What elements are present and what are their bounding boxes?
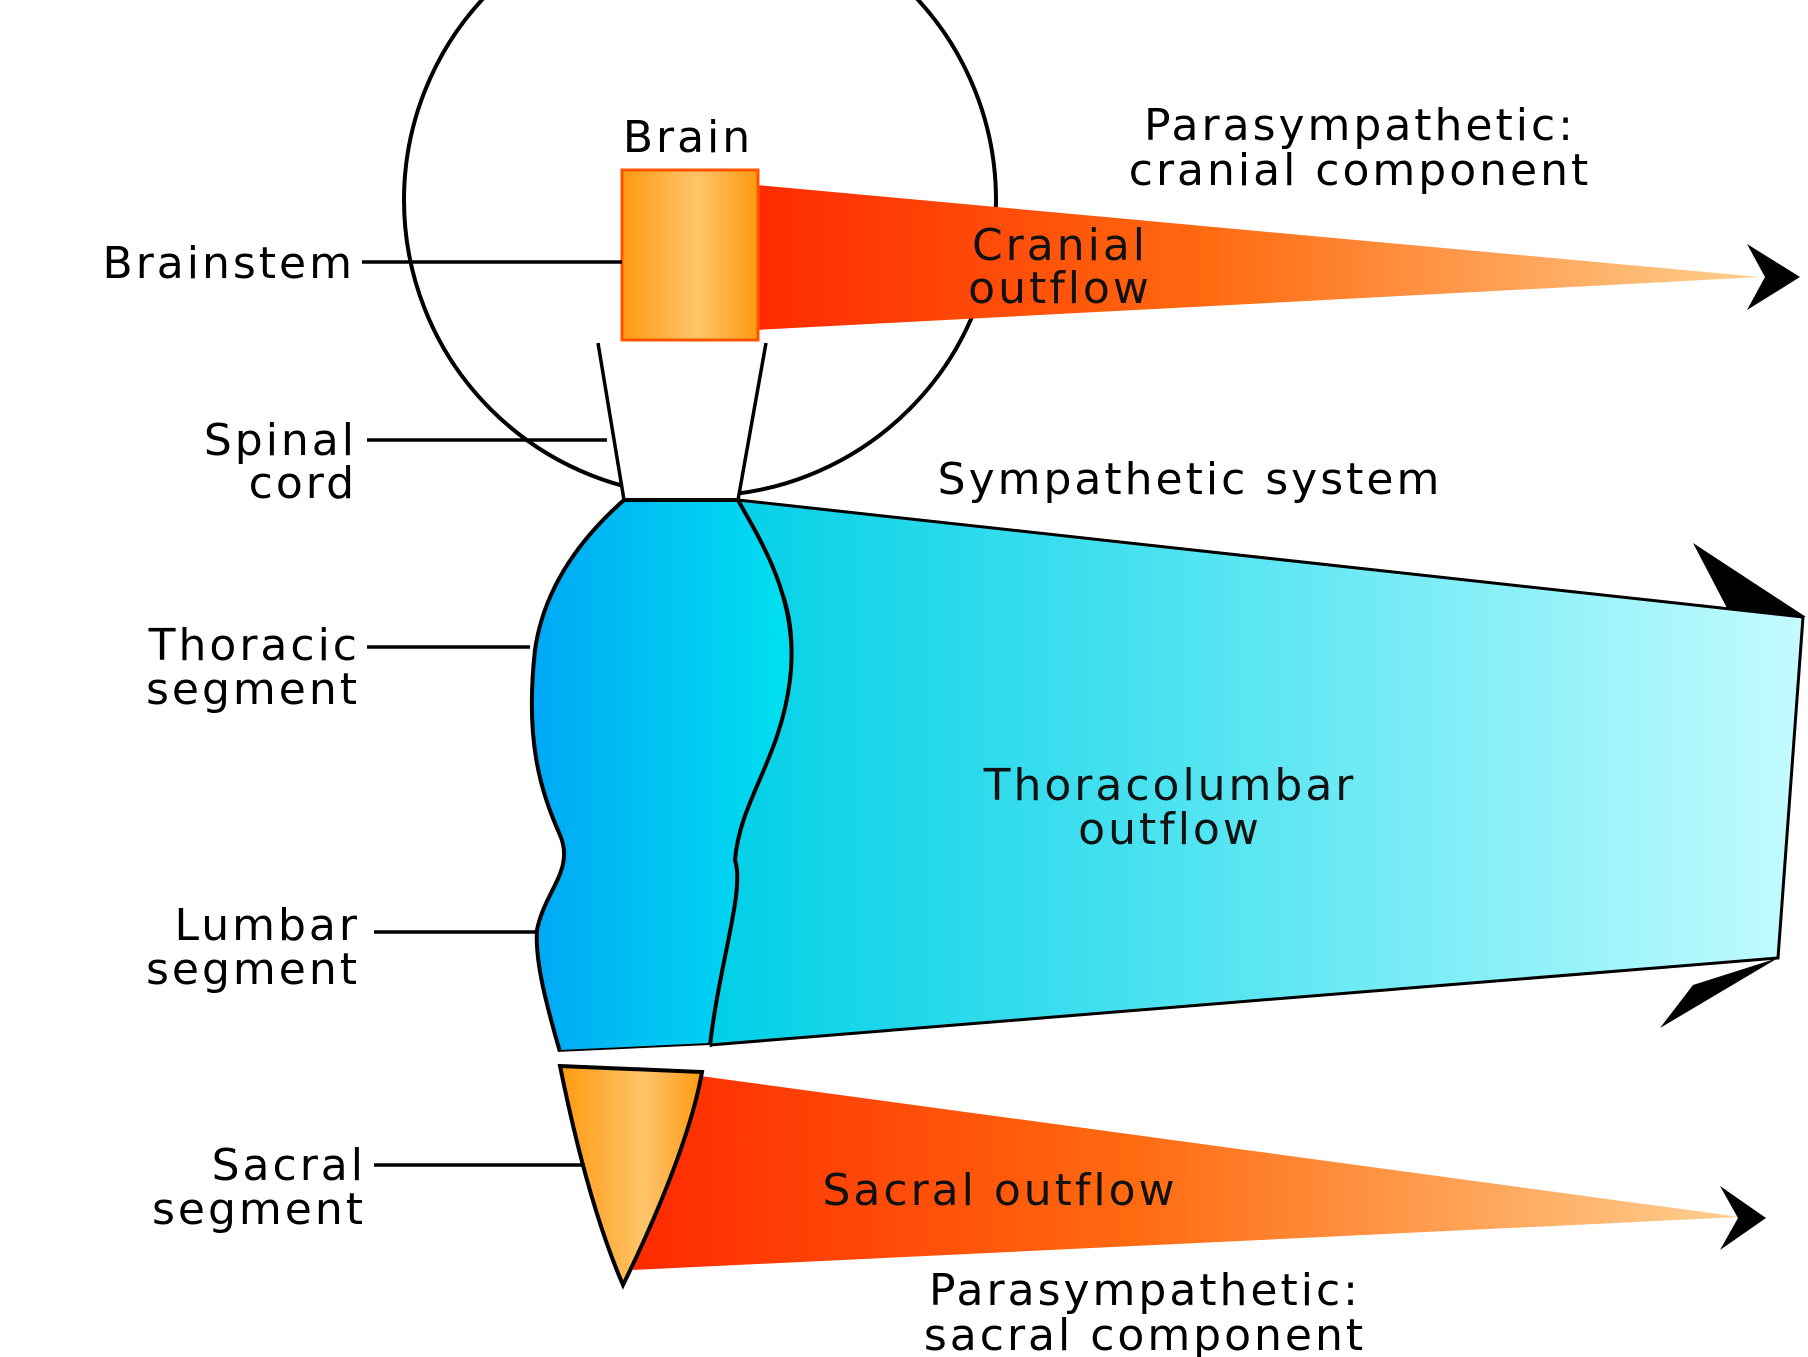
sacral-outflow-label: Sacral outflow: [822, 1165, 1177, 1216]
sacral-outflow-shape: [633, 1075, 1740, 1270]
thoracic-label-line2: segment: [146, 664, 360, 715]
cranial-outflow-label-line2: outflow: [968, 263, 1152, 314]
parasympathetic-sacral-label-line1: Parasympathetic:: [929, 1265, 1361, 1316]
sacral-label-line2: segment: [152, 1184, 366, 1235]
brainstem-shape: [622, 170, 758, 340]
spinal-cord-label-line2: cord: [249, 458, 357, 509]
lumbar-label-line2: segment: [146, 944, 360, 995]
brain-label: Brain: [623, 112, 753, 163]
brainstem-label: Brainstem: [103, 238, 355, 289]
parasympathetic-cranial-label-line1: Parasympathetic:: [1144, 100, 1576, 151]
sacral-arrowhead: [1720, 1186, 1766, 1250]
parasympathetic-sacral-label-line2: sacral component: [924, 1310, 1366, 1357]
parasympathetic-cranial-label-line2: cranial component: [1129, 145, 1591, 196]
sympathetic-system-label: Sympathetic system: [938, 454, 1443, 505]
thoracolumbar-outflow-label-line2: outflow: [1078, 804, 1262, 855]
sympathetic-arrowhead-lower: [1660, 958, 1778, 1028]
cranial-outflow-shape: [756, 185, 1760, 330]
